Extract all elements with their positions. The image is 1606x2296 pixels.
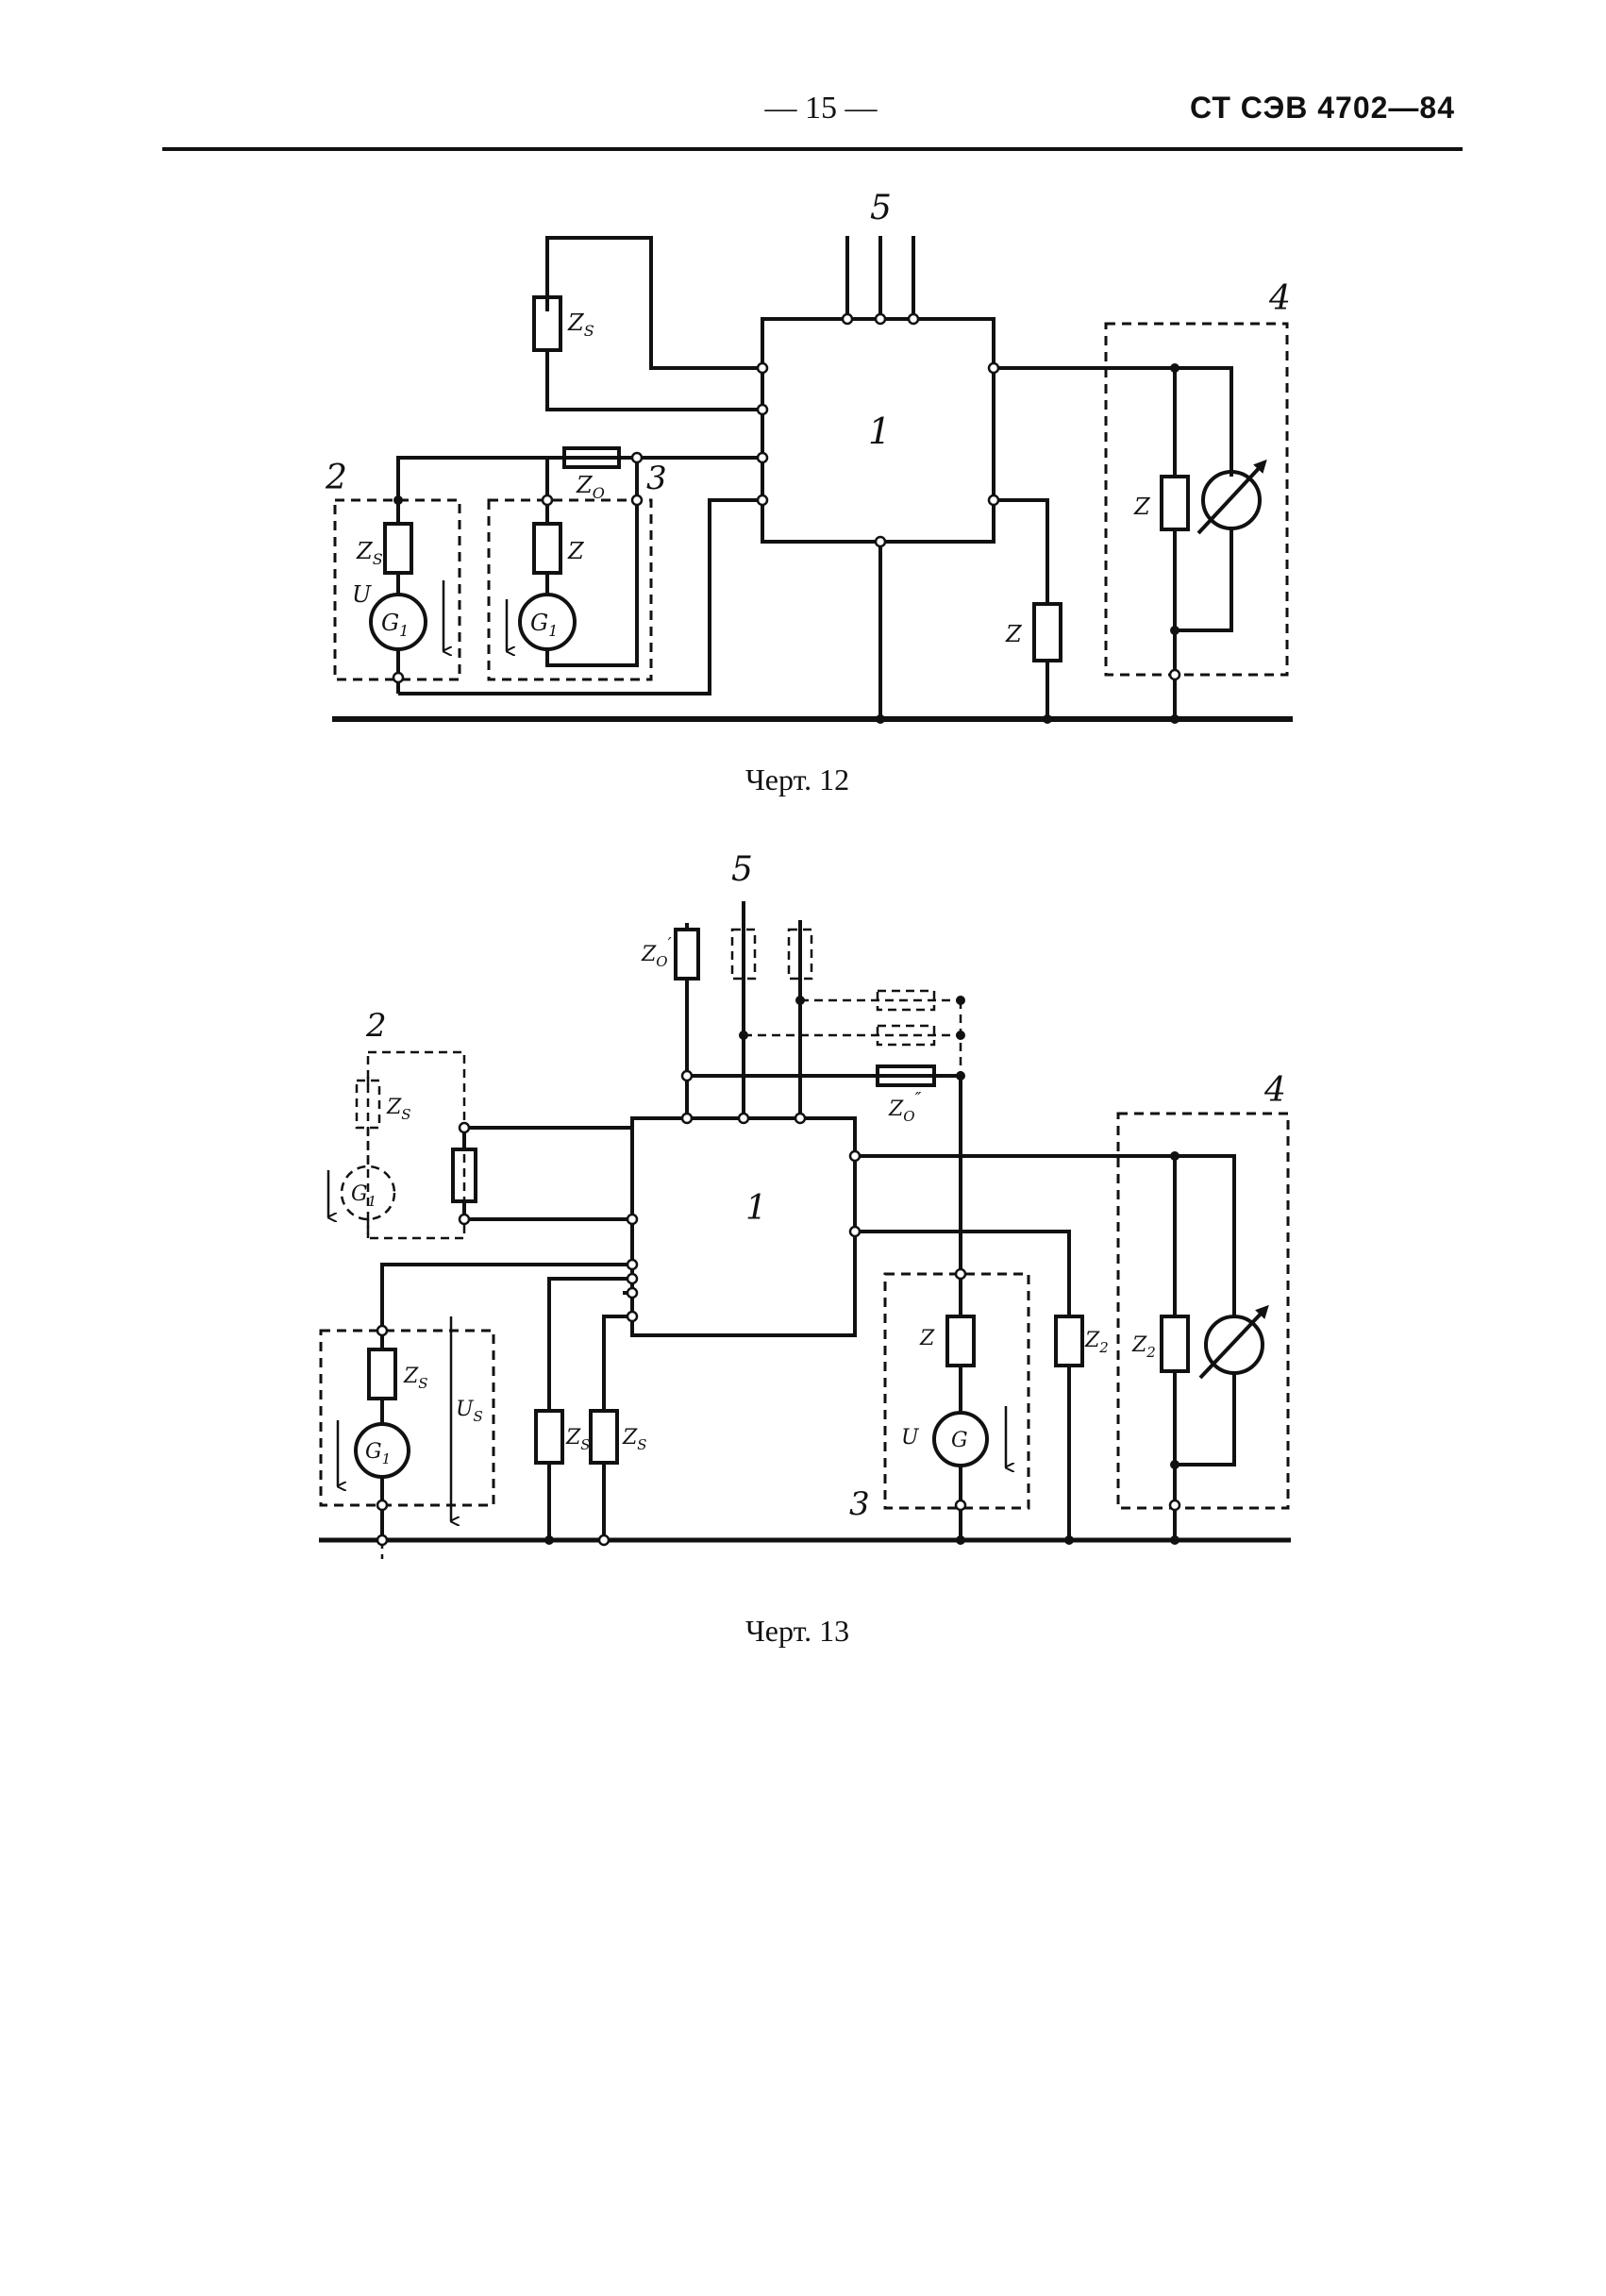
fig12-zo-label: ZO xyxy=(576,472,605,502)
z2b-resistor xyxy=(1160,1315,1190,1373)
box-2 xyxy=(333,498,461,681)
zo2-resistor xyxy=(876,1064,936,1087)
fig13-z2b-label: Z2 xyxy=(1131,1333,1156,1361)
fig13-z2a-label: Z2 xyxy=(1084,1329,1109,1356)
fig12-g1b-label: G1 xyxy=(530,610,558,640)
g1-dash-generator xyxy=(340,1165,396,1221)
fig12-z-mid-label: Z xyxy=(567,538,585,564)
box-3 xyxy=(487,498,653,681)
dashed-resistor-b xyxy=(787,928,813,980)
fig13-label-4: 4 xyxy=(1263,1071,1286,1110)
fig12-g1a-label: G1 xyxy=(381,610,409,640)
fig13-g-label: G xyxy=(951,1429,968,1452)
box-4 xyxy=(1104,322,1289,677)
zs-a-resistor xyxy=(534,1409,564,1465)
dashed-resistor-a xyxy=(730,928,757,980)
fig12-zs-top-label: ZS xyxy=(567,310,594,340)
fig12-zs-left-label: ZS xyxy=(356,538,383,568)
fig12-u-label: U xyxy=(352,581,372,608)
zs-b-resistor xyxy=(589,1409,619,1465)
fig13-label-3: 3 xyxy=(849,1485,870,1523)
fig13-label-2: 2 xyxy=(365,1007,387,1045)
zs-gen-resistor xyxy=(367,1348,397,1400)
fig13-zs-gen-label: ZS xyxy=(403,1365,428,1392)
zs-dash-resistor xyxy=(355,1079,381,1130)
fig13-u-label: U xyxy=(901,1426,920,1450)
box-2-fig13 xyxy=(366,1050,466,1240)
fig13-zo1-label: ZO′ xyxy=(641,934,672,970)
fig12-label-4: 4 xyxy=(1268,279,1291,318)
fig13-z-mid-label: Z xyxy=(919,1327,935,1350)
dashed-resistor-d xyxy=(876,1024,936,1047)
fig13-g1-gen-label: G1 xyxy=(365,1440,391,1467)
fig12-z-meter-label: Z xyxy=(1133,494,1151,520)
figure-13-caption: Черт. 13 xyxy=(745,1614,850,1648)
figure-12-caption: Черт. 12 xyxy=(745,763,850,796)
block-1-fig13 xyxy=(630,1116,857,1337)
zo1-resistor xyxy=(674,928,700,980)
fig13-zs-a-label: ZS xyxy=(565,1426,591,1453)
box-3-fig13 xyxy=(883,1272,1030,1510)
fig12-label-2: 2 xyxy=(325,459,347,497)
dashed-resistor-c xyxy=(876,989,936,1012)
fig13-zo2-label: ZO″ xyxy=(888,1089,922,1125)
fig13-label-5: 5 xyxy=(731,850,753,889)
fig12-label-3: 3 xyxy=(646,460,667,497)
fig13-zs-b-label: ZS xyxy=(622,1426,647,1453)
fig12-z-right-label: Z xyxy=(1005,621,1023,647)
zo-resistor xyxy=(562,446,621,469)
z-mid-resistor-fig13 xyxy=(945,1315,976,1367)
document-code: СТ СЭВ 4702—84 xyxy=(1190,91,1455,125)
fig13-us-label: US xyxy=(456,1398,483,1425)
z2a-resistor xyxy=(1054,1315,1084,1367)
box-us-fig13 xyxy=(319,1329,495,1507)
fig12-label-5: 5 xyxy=(870,189,892,227)
fig13-g1-dash-label: G1 xyxy=(351,1182,376,1210)
box-4-fig13 xyxy=(1116,1112,1290,1510)
page-number: — 15 — xyxy=(764,91,878,126)
fig13-zs-dash-label: ZS xyxy=(386,1096,411,1123)
fig12-label-1: 1 xyxy=(868,411,891,452)
fig13-label-1: 1 xyxy=(745,1189,767,1228)
header-rule xyxy=(162,147,1463,151)
